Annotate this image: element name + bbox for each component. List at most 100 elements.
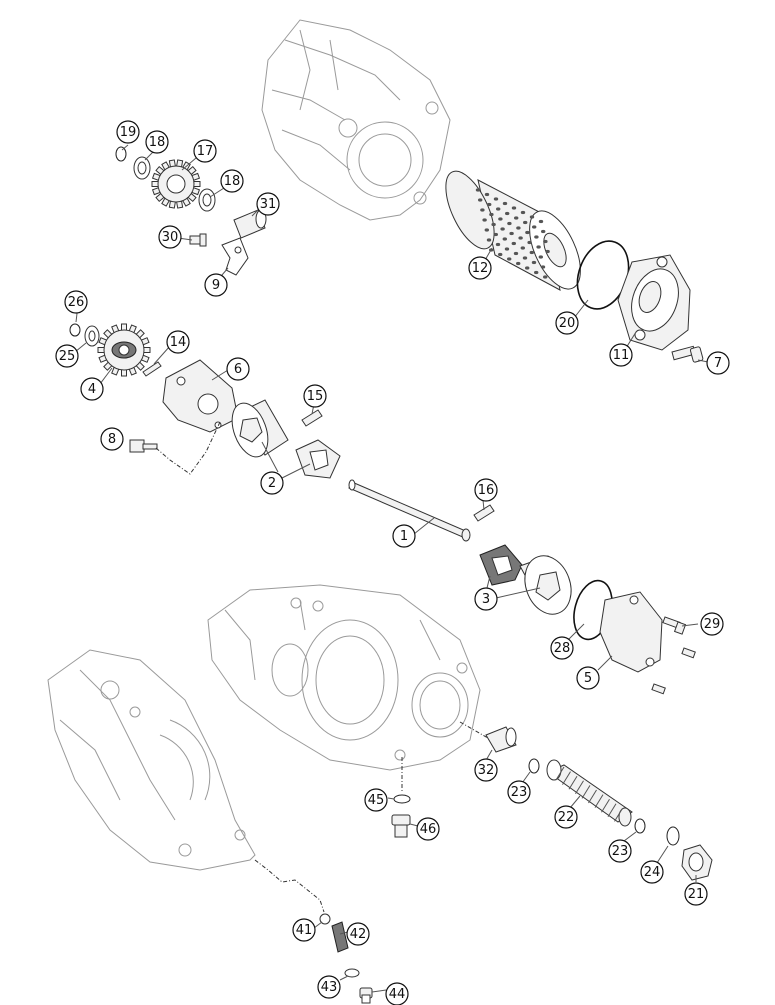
pressure-sleeve <box>485 726 517 753</box>
washer-front <box>133 156 151 180</box>
filter-hole <box>507 257 512 261</box>
callout-ring <box>507 780 531 804</box>
plug-valve <box>359 987 373 1004</box>
callout-number: 15 <box>307 389 324 404</box>
callout-number: 25 <box>59 349 76 364</box>
filter-hole <box>529 250 534 255</box>
filter-hole <box>493 232 498 237</box>
callout-idler-screw: 30 <box>158 225 182 249</box>
spring <box>331 921 349 953</box>
callout-ring <box>700 612 724 636</box>
callout-ring <box>684 882 708 906</box>
callout-ring <box>116 120 140 144</box>
filter-hole <box>498 252 503 257</box>
filter-hole <box>543 239 548 244</box>
callout-number: 24 <box>644 865 661 880</box>
filter-hole <box>538 219 544 224</box>
callout-ring <box>346 922 370 946</box>
screen-rib <box>562 771 571 785</box>
callout-ring <box>292 918 316 942</box>
callout-pump-rotor-rear: 3 <box>474 587 498 611</box>
bracket <box>221 237 249 276</box>
filter-hole <box>523 220 528 225</box>
filter-hole <box>487 202 492 207</box>
filter-hole <box>495 242 501 247</box>
callout-pump-cover-front: 6 <box>226 357 250 381</box>
callout-ring <box>474 478 498 502</box>
callout-sleeve: 31 <box>256 192 280 216</box>
callout-pressure-sleeve: 32 <box>474 758 498 782</box>
callout-number: 31 <box>260 197 277 212</box>
callout-number: 3 <box>482 592 490 607</box>
callout-ball: 41 <box>292 918 316 942</box>
screen-rib <box>575 780 584 795</box>
filter-hole <box>498 217 503 221</box>
callout-ring <box>609 343 633 367</box>
o-ring-drain <box>393 794 411 804</box>
crankcase-middle-outline <box>207 584 481 771</box>
screen-rib <box>607 803 617 818</box>
filter-hole <box>486 238 492 242</box>
filter-hole <box>507 221 512 226</box>
callout-ring <box>204 273 228 297</box>
callout-pin: 14 <box>166 330 190 354</box>
circlip <box>115 146 127 162</box>
callout-ring <box>55 344 79 368</box>
callout-washer-front: 18 <box>145 130 169 154</box>
callout-number: 46 <box>420 822 437 837</box>
callout-number: 7 <box>714 356 722 371</box>
dowel-pin <box>301 409 323 427</box>
callout-filter-cover-screw: 7 <box>706 351 730 375</box>
filter-hole <box>516 261 521 266</box>
callout-number: 18 <box>224 174 241 189</box>
callout-number: 26 <box>68 295 85 310</box>
filter-hole <box>532 225 537 229</box>
callout-number: 9 <box>212 278 220 293</box>
filter-hole <box>525 266 530 270</box>
callout-number: 8 <box>108 432 116 447</box>
callout-ring <box>166 330 190 354</box>
idler-gear <box>151 159 201 209</box>
pump-rotor-outer <box>231 399 341 479</box>
callout-plug-screw: 21 <box>684 882 708 906</box>
pump-gear <box>97 323 151 377</box>
callout-washer-gear: 25 <box>55 344 79 368</box>
filter-hole <box>478 198 483 202</box>
callout-ring <box>64 290 88 314</box>
filter-hole <box>511 206 517 210</box>
callout-number: 28 <box>554 641 571 656</box>
plug-screw <box>681 844 713 881</box>
callout-number: 22 <box>558 810 575 825</box>
callout-pump-gear: 4 <box>80 377 104 401</box>
callout-ring <box>416 817 440 841</box>
callout-rear-cover-screw: 29 <box>700 612 724 636</box>
filter-hole <box>538 255 543 259</box>
washer-rear <box>198 188 216 212</box>
sleeve <box>233 209 267 239</box>
pin <box>142 361 162 377</box>
filter-hole <box>541 229 546 234</box>
filter-hole <box>484 228 489 232</box>
pump-cover-screw <box>129 439 158 453</box>
oil-pump-shaft <box>348 479 471 542</box>
callout-ring <box>550 636 574 660</box>
callout-number: 44 <box>389 987 406 1002</box>
callout-ring <box>193 139 217 163</box>
filter-hole <box>540 265 546 269</box>
callout-pump-rotor-outer: 2 <box>260 471 284 495</box>
o-ring-screen-a <box>528 758 540 774</box>
crankcase-top-outline <box>261 19 451 221</box>
callout-number: 21 <box>688 887 705 902</box>
callout-number: 16 <box>478 483 495 498</box>
filter-hole <box>484 192 490 197</box>
pump-cover-front <box>162 359 239 433</box>
screen-rib <box>594 794 604 808</box>
filter-hole <box>500 227 505 231</box>
callout-ring <box>158 225 182 249</box>
callout-ring <box>706 351 730 375</box>
screen-rib <box>581 785 591 799</box>
crankcase-left-outline <box>47 649 256 871</box>
ball <box>319 913 331 925</box>
rear-cover-screw <box>651 616 696 695</box>
